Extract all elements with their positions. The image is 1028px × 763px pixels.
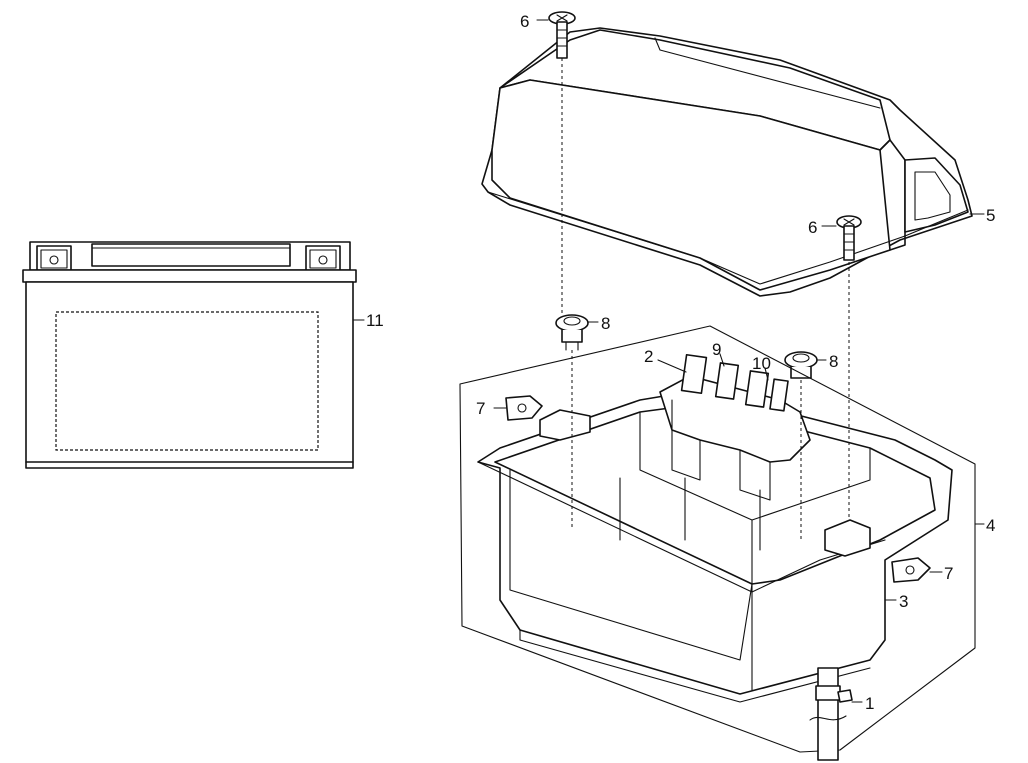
callout-9: 9 [712, 340, 721, 359]
battery [22, 241, 365, 469]
fuse-holder [657, 353, 811, 501]
clip-nut-left [493, 395, 543, 421]
callout-10: 10 [752, 354, 771, 373]
battery-box-cover [481, 27, 985, 297]
callout-7-right: 7 [944, 564, 953, 583]
clip-nut-right [891, 557, 943, 583]
callout-8-left: 8 [601, 314, 610, 333]
callout-8-right: 8 [829, 352, 838, 371]
callout-1: 1 [865, 694, 874, 713]
battery-terminal-right [305, 245, 341, 271]
callout-11: 11 [366, 311, 384, 330]
alignment-lines [561, 58, 850, 540]
cable [809, 667, 863, 761]
callout-6-top: 6 [520, 12, 529, 31]
callout-7-left: 7 [476, 399, 485, 418]
battery-tray [477, 389, 953, 703]
callout-5: 5 [986, 206, 995, 225]
callout-3: 3 [899, 592, 908, 611]
assembly-frame-outline [459, 325, 985, 753]
grommet-left [555, 314, 599, 351]
callout-6-right: 6 [808, 218, 817, 237]
screw-right [821, 215, 862, 261]
battery-label-area [55, 311, 319, 451]
battery-terminal-left [36, 245, 72, 271]
callout-2: 2 [644, 347, 653, 366]
callout-4: 4 [986, 516, 995, 535]
grommet-right [784, 351, 827, 379]
